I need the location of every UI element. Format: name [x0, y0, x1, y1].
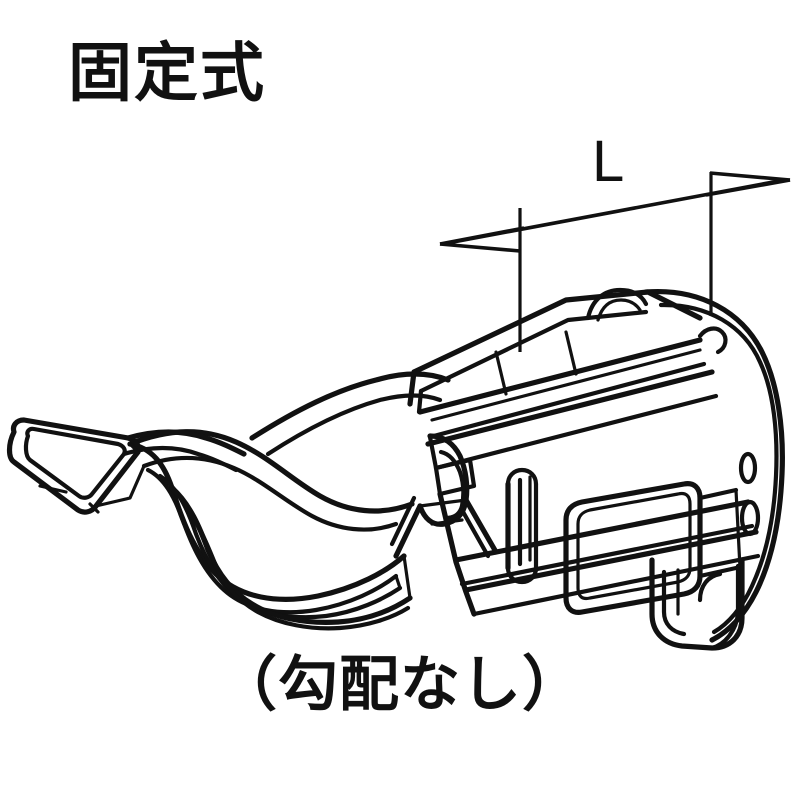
dimension-group: [439, 171, 791, 352]
bracket-head-body: [407, 287, 785, 651]
page-title: 固定式: [68, 37, 266, 111]
vertical-rib: [505, 467, 539, 585]
figure-caption: （勾配なし）: [217, 650, 583, 720]
dimension-label-l: L: [592, 129, 625, 194]
hanging-tab-slot: [649, 557, 745, 651]
side-hole-upper: [738, 451, 758, 485]
side-hole-lower: [739, 499, 761, 537]
arrow-right-icon: [705, 171, 791, 197]
arrow-left-icon: [439, 226, 525, 253]
curved-support-arm: [127, 371, 451, 631]
top-hook-notch: [585, 287, 649, 322]
mounting-flange-tab: [6, 417, 247, 515]
